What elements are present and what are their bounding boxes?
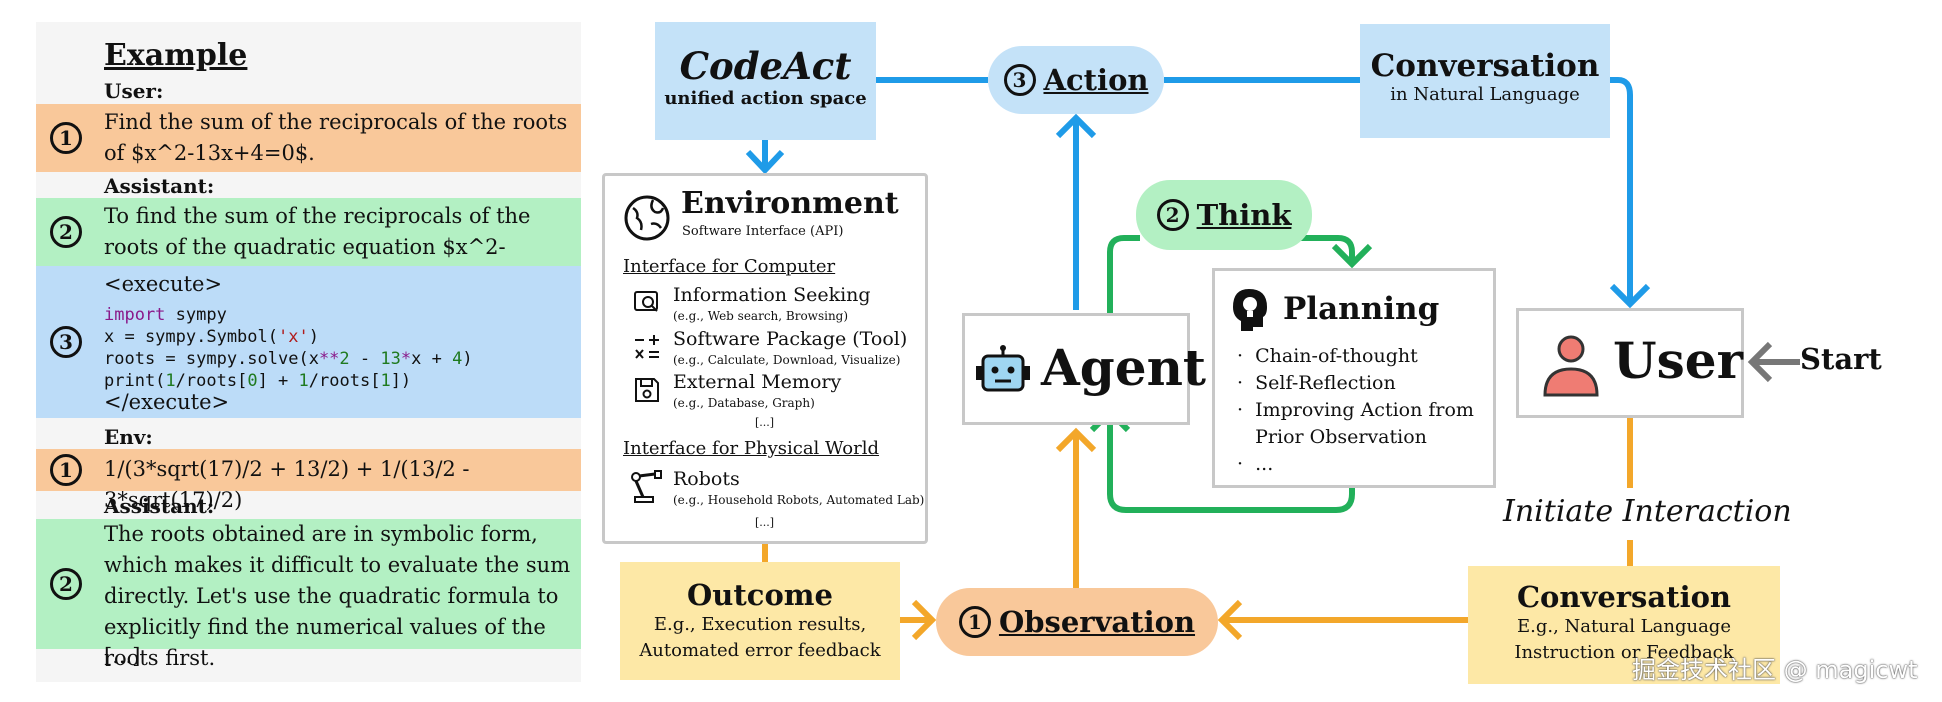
env-item-sub: (e.g., Calculate, Download, Visualize) [673,353,901,367]
env-observation-text: 1/(3*sqrt(17)/2 + 13/2) + 1/(13/2 - 3*sq… [104,457,470,512]
step-number-badge: 1 [50,454,82,486]
outcome-title: Outcome [687,578,833,612]
floppy-disk-icon [635,378,659,402]
assistant-think-band-2: 2 The roots obtained are in symbolic for… [36,519,581,670]
step-number-badge: 3 [50,326,82,358]
step-number-badge: 2 [50,568,82,600]
environment-title: Environment [681,186,899,221]
conversation-bottom-line-2: Instruction or Feedback [1514,642,1734,663]
env-item-sub: (e.g., Database, Graph) [673,396,815,410]
globe-search-icon [634,291,658,312]
watermark: 掘金技术社区 @ magicwt [1632,656,1918,684]
observation-label: Observation [998,605,1196,639]
execute-close-tag: </execute> [104,390,230,414]
step-number-badge: 1 [50,122,82,154]
globe-icon [624,195,670,241]
robot-item-sub: (e.g., Household Robots, Automated Lab) [673,493,925,507]
interface-physical-header: Interface for Physical World [623,438,880,459]
code-line-3: roots = sympy.solve(x**2 - 13*x + 4) [104,349,473,369]
arrowhead-from-conversation [1217,599,1243,641]
assistant-label-2: Assistant: [104,494,215,518]
line-planning-agent [1107,412,1355,513]
planning-bullet: · Chain-of-thought [1237,345,1418,367]
user-label: User [1613,331,1743,390]
codeact-subtitle: unified action space [664,88,867,109]
agent-label: Agent [1041,338,1207,397]
agent-box: Agent [962,313,1206,425]
robot-item-title: Robots [673,468,740,490]
env-item-title: Software Package (Tool) [673,328,908,350]
planning-title: Planning [1283,291,1440,327]
observation-step-number: 1 [958,606,991,638]
observation-node: 1 Observation [936,588,1218,656]
initiate-interaction-label: Initiate Interaction [1503,494,1792,529]
arrowhead-to-planning [1331,243,1373,269]
calculator-icon [635,335,659,359]
think-label: Think [1196,198,1292,232]
arrowhead-to-agent-orange [1055,427,1097,453]
code-line-4: print(1/roots[0] + 1/roots[1]) [104,371,412,391]
action-step-number: 3 [1003,64,1036,96]
assistant-think-text-2: The roots obtained are in symbolic form,… [104,522,571,670]
line-think-planning [1300,235,1355,262]
planning-bullet: · Improving Action from [1237,399,1474,421]
arrowhead-to-user [1609,283,1651,309]
codeact-box: CodeAct unified action space [655,22,876,140]
user-label: User: [104,79,164,103]
arrowhead-to-environment [745,149,785,175]
head-lightbulb-icon [1233,289,1267,331]
conversation-bottom-title: Conversation [1516,580,1732,614]
line-agent-think [1107,235,1140,332]
example-title: Example [104,38,248,73]
step-number-badge: 2 [50,216,82,248]
robot-face-icon [976,345,1030,392]
line-conversation-user [1610,77,1633,300]
conversation-top-title: Conversation [1370,48,1600,84]
robot-arm-icon [631,470,662,503]
planning-bullet: · Self-Reflection [1237,372,1396,394]
arrowhead-to-observation [911,599,937,641]
action-label: Action [1043,63,1149,97]
think-node: 2 Think [1136,180,1312,250]
code-line-1: import sympy [104,305,227,325]
outcome-line-1: E.g., Execution results, [653,614,867,635]
user-message-text: Find the sum of the reciprocals of the r… [104,110,568,165]
assistant-code-band: 3 <execute> import sympy x = sympy.Symbo… [36,266,581,418]
planning-bullet-list: · Chain-of-thought · Self-Reflection · I… [1237,343,1474,478]
arrowhead-to-user-gray [1747,341,1773,383]
environment-box: Environment Software Interface (API) Int… [602,173,928,544]
arrowhead-to-action [1055,113,1097,139]
action-node: 3 Action [988,46,1164,114]
env-item-title: External Memory [673,371,842,393]
example-ellipsis: [...] [104,644,141,668]
execute-open-tag: <execute> [104,272,223,296]
interface-computer-header: Interface for Computer [623,256,836,277]
code-line-2: x = sympy.Symbol('x') [104,327,319,347]
planning-bullet: · ... [1237,453,1274,475]
env-label: Env: [104,425,153,449]
assistant-label: Assistant: [104,174,215,198]
environment-subtitle: Software Interface (API) [682,224,844,239]
think-step-number: 2 [1156,199,1189,231]
conversation-natural-language-box: Conversation in Natural Language [1360,24,1610,138]
codeact-title: CodeAct [679,44,852,88]
env-item-title: Information Seeking [673,284,871,306]
user-message-band: 1 Find the sum of the reciprocals of the… [36,104,581,172]
person-icon [1543,335,1599,397]
planning-bullet: Prior Observation [1255,426,1427,448]
env-ellipsis-1: [...] [755,416,775,429]
conversation-top-subtitle: in Natural Language [1390,84,1580,105]
user-box: User [1516,308,1744,418]
planning-box: Planning · Chain-of-thought · Self-Refle… [1212,268,1496,488]
outcome-box: Outcome E.g., Execution results, Automat… [620,562,900,680]
start-label: Start [1800,342,1882,376]
outcome-line-2: Automated error feedback [639,640,881,661]
env-item-sub: (e.g., Web search, Browsing) [673,309,849,323]
env-observation-band: 1 1/(3*sqrt(17)/2 + 13/2) + 1/(13/2 - 3*… [36,449,581,512]
conversation-bottom-line-1: E.g., Natural Language [1517,616,1731,637]
env-ellipsis-2: [...] [755,516,775,529]
example-panel: Example User: 1 Find the sum of the reci… [36,22,581,682]
conversation-feedback-box: Conversation E.g., Natural Language Inst… [1468,566,1780,684]
